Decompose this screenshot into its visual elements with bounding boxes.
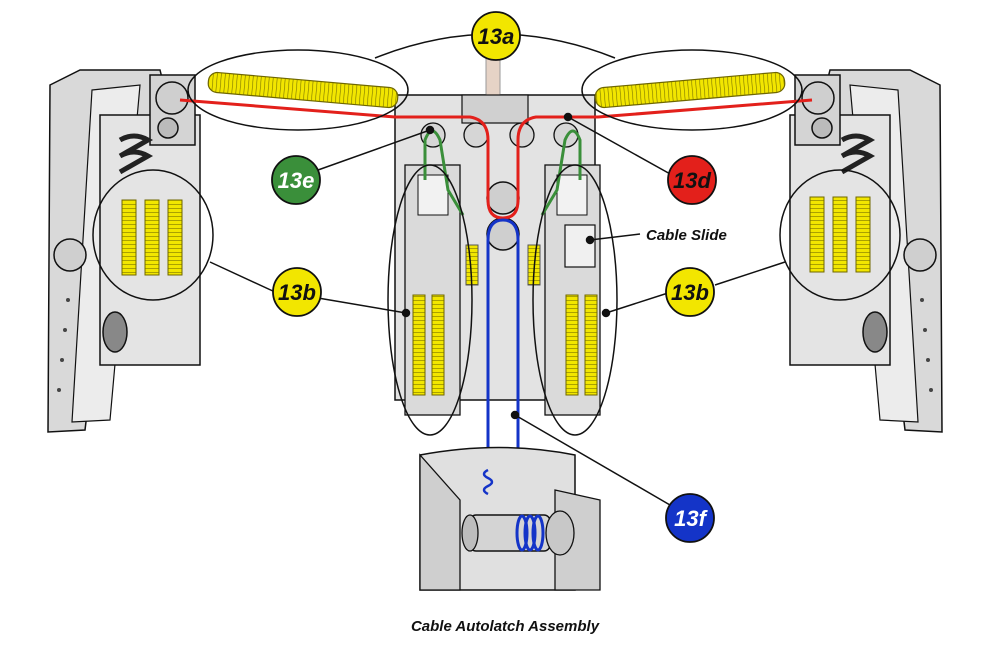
autolatch-left-wing [419,453,461,591]
green-cable-right [540,129,582,216]
autolatch-assembly [419,446,601,591]
autolatch-cable-wrap [515,514,545,552]
left-slide-spring-1 [412,294,426,396]
badge-13e-label: 13e [278,168,315,193]
right-side-spring-stack [809,196,871,273]
autolatch-drum [469,514,551,552]
right-slide-spring-2 [584,294,598,396]
outline-right-side-springs [779,169,901,301]
left-upper-pulley [155,81,189,115]
leader-13b-left-outer [209,261,276,293]
left-slide-window [417,174,449,216]
outline-right-slide [532,164,618,436]
leader-lines [209,112,786,506]
left-upper-bolt [157,117,179,139]
left-arm-holes [57,298,70,392]
right-pivot [903,238,937,272]
badge-13b-right-label: 13b [671,280,709,305]
right-arm-holes [920,298,933,392]
outline-left-top-spring [187,49,409,131]
leader-13d [567,116,673,176]
right-upper-pulley [801,81,835,115]
leader-13f [514,414,671,506]
outline-left-side-springs [92,169,214,301]
right-slide-window [556,174,588,216]
leader-13b-left-inner [317,297,407,314]
right-torsion-spring [840,133,876,175]
autolatch-drum-end-right [545,510,575,556]
badge-13b-left-label: 13b [278,280,316,305]
leader-13b-right-outer [714,261,786,286]
left-torsion-spring [118,133,154,175]
autolatch-caption: Cable Autolatch Assembly [411,618,600,635]
autolatch-drum-end-left [461,514,479,552]
badge-13d: 13d [667,155,717,205]
autolatch-hook-spring [482,468,494,496]
leader-cable-slide [589,233,641,241]
left-slide-spring-2 [431,294,445,396]
outline-right-top-spring [581,49,803,131]
badge-13d-label: 13d [673,168,711,193]
leader-13e [317,129,431,171]
badge-13b-right: 13b [665,267,715,317]
blue-cable [486,218,520,540]
badge-13b-left: 13b [272,267,322,317]
right-extension-spring [594,71,786,109]
center-mechanism [394,39,601,416]
cable-slide-caption: Cable Slide [646,227,727,244]
badge-13a-label: 13a [478,24,515,49]
red-cable [179,98,813,220]
left-extension-spring [207,71,399,109]
left-pivot [53,238,87,272]
callout-outlines [92,33,901,436]
badge-13f-label: 13f [674,506,708,531]
badge-13e: 13e [271,155,321,205]
badge-13f: 13f [665,493,715,543]
leader-13b-right-inner [605,292,669,314]
left-lower-roller [102,311,128,353]
outline-left-slide [387,164,473,436]
cable-slide-block [564,224,596,268]
center-upper-wheel [486,181,520,215]
badge-13a: 13a [471,11,521,61]
right-lower-roller [862,311,888,353]
right-slide-spring-1 [565,294,579,396]
left-side-spring-stack [121,199,183,276]
right-upper-bolt [811,117,833,139]
